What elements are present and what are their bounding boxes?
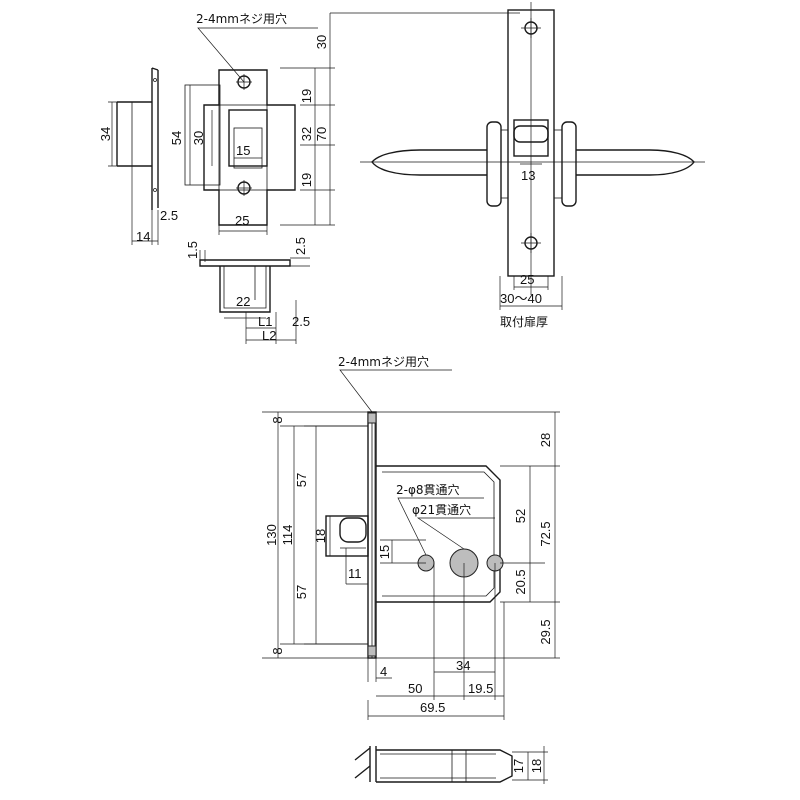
- dim-18: 18: [313, 529, 328, 543]
- dim-29-5: 29.5: [538, 619, 553, 644]
- dim-130: 130: [264, 524, 279, 546]
- dim-8-top: 8: [270, 416, 285, 423]
- screw-hole-label-case: 2-4mmネジ用穴: [338, 354, 429, 369]
- dim-4: 4: [380, 664, 387, 679]
- dim-70: 70: [314, 127, 329, 141]
- dim-2-5-side: 2.5: [160, 208, 178, 223]
- dim-34-case: 34: [456, 658, 470, 673]
- dim-8-bottom: 8: [270, 647, 285, 654]
- dim-72-5: 72.5: [538, 521, 553, 546]
- through-hole-8-label: 2-φ8貫通穴: [396, 482, 460, 497]
- dim-28: 28: [538, 433, 553, 447]
- strike-section-view: 1.5 2.5 22 L1 L2 2.5: [185, 237, 310, 344]
- dim-54: 54: [169, 131, 184, 145]
- dim-1-5: 1.5: [185, 241, 200, 259]
- dim-50: 50: [408, 681, 422, 696]
- lock-case-side-view: 17 18: [354, 746, 548, 784]
- dim-30-inner: 30: [191, 131, 206, 145]
- dim-19-lower: 19: [299, 173, 314, 187]
- lock-case-view: 2-φ8貫通穴 φ21貫通穴 2-4mmネジ用穴 130 114 57 57 8…: [262, 354, 560, 720]
- dim-25-strike: 25: [235, 213, 249, 228]
- door-thickness-label: 取付扉厚: [500, 315, 548, 329]
- dim-19-5: 19.5: [468, 681, 493, 696]
- strike-side-view: 34 2.5 14: [98, 67, 178, 245]
- dim-25-handle: 25: [520, 272, 534, 287]
- screw-hole-label-top: 2-4mmネジ用穴: [196, 11, 287, 26]
- dim-15-case: 15: [377, 545, 392, 559]
- dim-l1: L1: [258, 314, 272, 329]
- dim-30-top: 30: [314, 35, 329, 49]
- dim-22: 22: [236, 294, 250, 309]
- dim-114: 114: [280, 525, 295, 546]
- dim-20-5: 20.5: [513, 569, 528, 594]
- dim-32: 32: [299, 127, 314, 141]
- dim-19-upper: 19: [299, 89, 314, 103]
- dim-57-upper: 57: [294, 473, 309, 487]
- dim-14: 14: [136, 229, 150, 244]
- strike-plate-view: 2-4mmネジ用穴 30 19 32 70 19 54 30 15 25: [169, 11, 520, 235]
- lever-handle-view: 13 25 30～40 取付扉厚: [360, 2, 705, 329]
- dim-2-5-bottom: 2.5: [292, 314, 310, 329]
- dim-l2: L2: [262, 328, 276, 343]
- dim-34-strike: 34: [98, 127, 113, 141]
- dim-17: 17: [511, 759, 526, 773]
- dim-15: 15: [236, 143, 250, 158]
- dim-13: 13: [521, 168, 535, 183]
- through-hole-21-label: φ21貫通穴: [412, 502, 471, 517]
- dim-30-40: 30～40: [500, 291, 542, 306]
- dim-57-lower: 57: [294, 585, 309, 599]
- dim-52: 52: [513, 509, 528, 523]
- dim-11: 11: [348, 566, 362, 581]
- dim-18-side: 18: [529, 759, 544, 773]
- dim-69-5: 69.5: [420, 700, 445, 715]
- dim-2-5-top: 2.5: [293, 237, 308, 255]
